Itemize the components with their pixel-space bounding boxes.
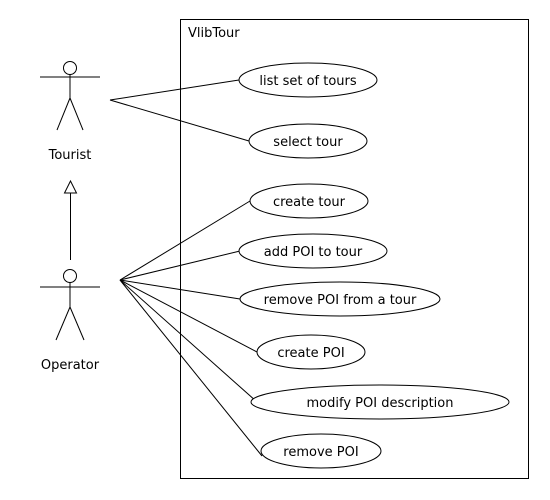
use-case-ellipse xyxy=(239,281,441,317)
tourist-label: Tourist xyxy=(48,148,92,163)
association-operator-remove-poi xyxy=(119,279,263,457)
association-operator-modify-poi-description xyxy=(119,279,258,403)
use-case-label: create tour xyxy=(273,195,346,210)
use-case-ellipse xyxy=(248,123,368,159)
actor-operator[interactable]: Operator xyxy=(40,269,100,374)
use-case-ellipse xyxy=(249,183,369,219)
use-case-label: create POI xyxy=(277,346,344,361)
use-case-label: remove POI xyxy=(283,445,358,460)
use-case-remove-poi[interactable]: remove POI xyxy=(260,433,382,469)
use-case-ellipse xyxy=(256,334,366,370)
use-case-add-poi-to-tour[interactable]: add POI to tour xyxy=(238,233,388,269)
tourist-right-leg xyxy=(69,97,84,131)
generalization-arrowhead-icon xyxy=(63,179,78,194)
association-tourist-list-set-of-tours xyxy=(109,79,240,101)
use-case-ellipse xyxy=(250,384,510,420)
use-case-label: add POI to tour xyxy=(264,245,363,260)
use-case-modify-poi-description[interactable]: modify POI description xyxy=(250,384,510,420)
actor-tourist[interactable]: Tourist xyxy=(40,61,100,164)
operator-associations xyxy=(119,200,263,457)
use-case-ellipse xyxy=(238,62,378,98)
operator-head-icon xyxy=(63,269,77,283)
system-title: VlibTour xyxy=(188,26,240,41)
use-case-select-tour[interactable]: select tour xyxy=(248,123,368,159)
tourist-associations xyxy=(109,79,250,142)
use-case-ellipse xyxy=(238,233,388,269)
association-operator-create-tour xyxy=(119,200,251,281)
association-tourist-select-tour xyxy=(109,99,250,142)
tourist-head-icon xyxy=(63,61,77,75)
use-case-list-set-of-tours[interactable]: list set of tours xyxy=(238,62,378,98)
use-case-label: remove POI from a tour xyxy=(264,293,417,308)
use-case-label: list set of tours xyxy=(259,74,357,89)
association-operator-remove-poi-from-a-tour xyxy=(119,279,241,300)
use-case-create-poi[interactable]: create POI xyxy=(256,334,366,370)
generalization-operator-tourist xyxy=(63,179,78,260)
use-case-create-tour[interactable]: create tour xyxy=(249,183,369,219)
use-case-label: select tour xyxy=(273,135,343,150)
operator-label: Operator xyxy=(41,358,100,373)
association-operator-create-poi xyxy=(119,279,258,353)
use-case-ellipse xyxy=(260,433,382,469)
use-case-label: modify POI description xyxy=(307,396,454,411)
tourist-left-leg xyxy=(56,97,71,131)
association-operator-add-poi-to-tour xyxy=(119,250,241,281)
use-case-remove-poi-from-a-tour[interactable]: remove POI from a tour xyxy=(239,281,441,317)
operator-left-leg xyxy=(55,306,71,341)
operator-right-leg xyxy=(69,306,85,341)
